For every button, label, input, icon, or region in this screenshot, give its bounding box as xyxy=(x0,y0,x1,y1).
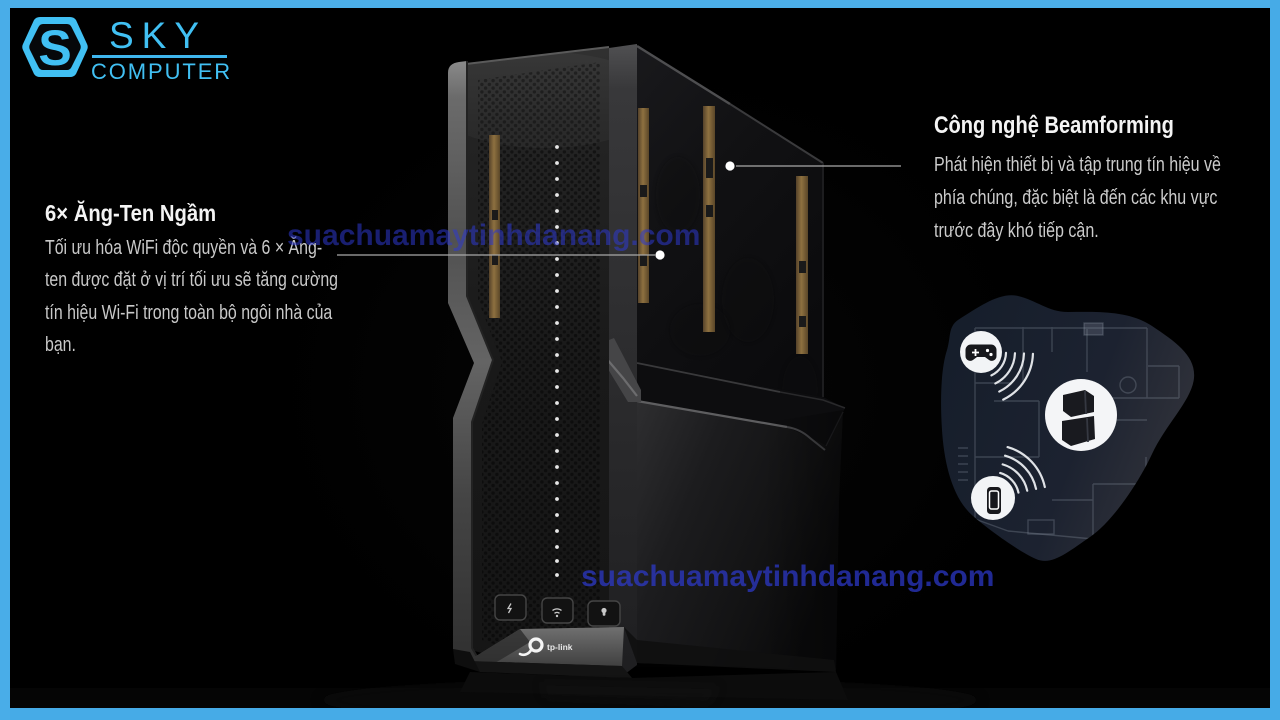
svg-text:tp-link: tp-link xyxy=(547,642,573,652)
svg-text:S: S xyxy=(38,20,71,76)
